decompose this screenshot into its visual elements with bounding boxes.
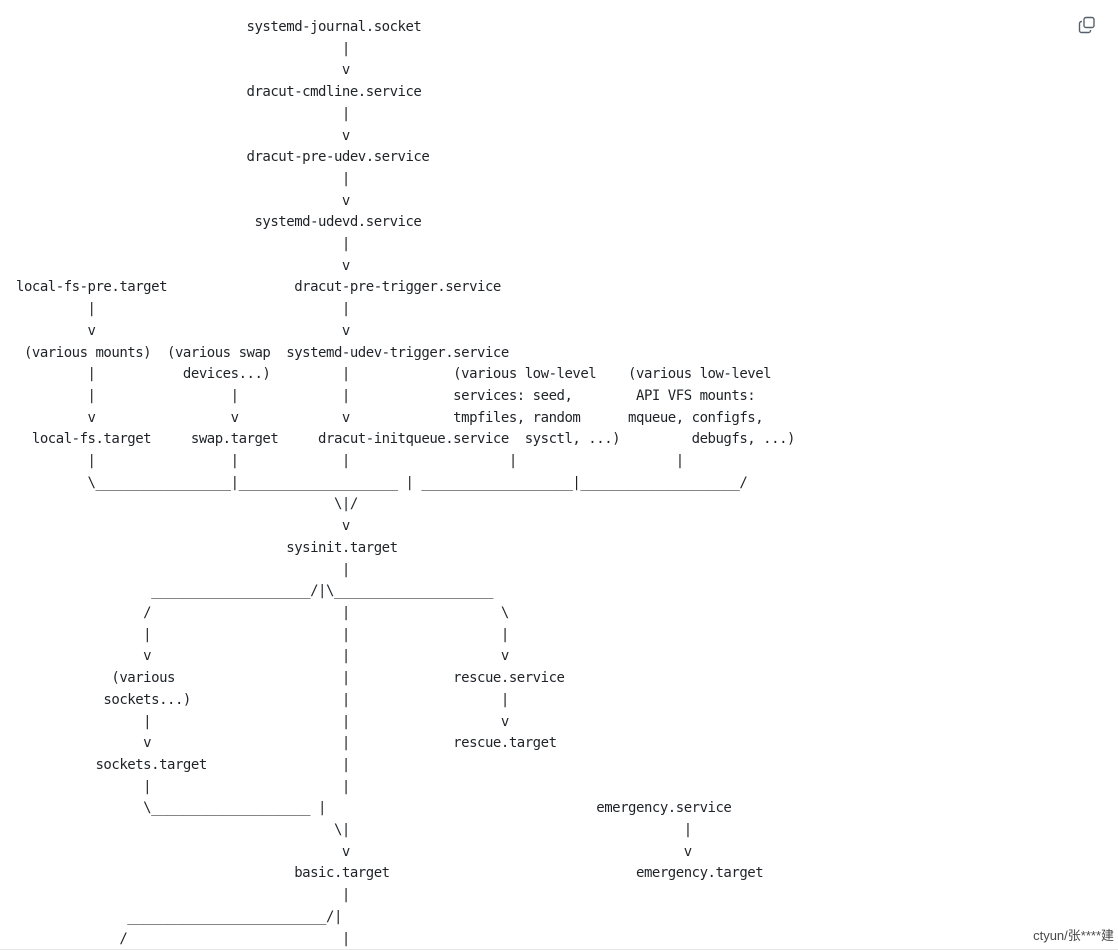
diagram-line: v v [16, 843, 692, 860]
diagram-line: | | [16, 778, 350, 795]
diagram-line: v [16, 62, 350, 79]
diagram-line: | | | | | [16, 453, 685, 470]
diagram-line: | [16, 236, 350, 253]
diagram-line: | [16, 887, 350, 904]
diagram-line: | [16, 561, 350, 578]
diagram-line: basic.target emergency.target [16, 865, 764, 882]
diagram-line: sysinit.target [16, 539, 398, 556]
diagram-line: / | \ [16, 604, 509, 621]
diagram-line: sockets.target | [16, 756, 350, 773]
diagram-line: | | [16, 301, 351, 318]
diagram-line: | devices...) | (various low-level (vari… [16, 366, 772, 383]
diagram-line: local-fs-pre.target dracut-pre-trigger.s… [16, 279, 501, 296]
diagram-line: | [16, 170, 350, 187]
diagram-line: v | v [16, 648, 509, 665]
diagram-line: (various mounts) (various swap systemd-u… [16, 344, 509, 361]
diagram-line: / | [16, 930, 350, 947]
diagram-line: systemd-journal.socket [16, 19, 422, 35]
copy-button[interactable] [1074, 12, 1100, 38]
diagram-line: \| | [16, 822, 692, 839]
diagram-line: ____________________/|\_________________… [16, 583, 493, 600]
diagram-line: \|/ [16, 496, 358, 513]
diagram-line: | | | services: seed, API VFS mounts: [16, 387, 756, 404]
diagram-line: dracut-pre-udev.service [16, 149, 430, 166]
diagram-line: v [16, 518, 350, 535]
copy-icon [1078, 16, 1095, 34]
diagram-line: _________________________/| [16, 908, 342, 925]
diagram-line: | | | [16, 626, 509, 643]
diagram-line: v v [16, 322, 351, 339]
diagram-line: v | rescue.target [16, 735, 557, 752]
diagram-line: | | v [16, 713, 509, 730]
diagram-line: | [16, 105, 350, 122]
diagram-line: systemd-udevd.service [16, 214, 422, 231]
diagram-line: dracut-cmdline.service [16, 84, 422, 101]
diagram-line: \____________________ | emergency.servic… [16, 800, 732, 817]
diagram-line: v v v tmpfiles, random mqueue, configfs, [16, 409, 764, 426]
diagram-line: v [16, 257, 350, 274]
boot-order-diagram: systemd-journal.socket | v dracut-cmdlin… [16, 17, 795, 950]
diagram-line: | [16, 40, 350, 57]
diagram-line: \_________________|____________________ … [16, 474, 748, 491]
diagram-line: v [16, 127, 350, 144]
diagram-line: local-fs.target swap.target dracut-initq… [16, 431, 796, 448]
diagram-line: sockets...) | | [16, 691, 509, 708]
watermark-credit: ctyun/张****建 [1033, 928, 1114, 943]
diagram-line: (various | rescue.service [16, 670, 565, 687]
diagram-line: v [16, 192, 350, 209]
